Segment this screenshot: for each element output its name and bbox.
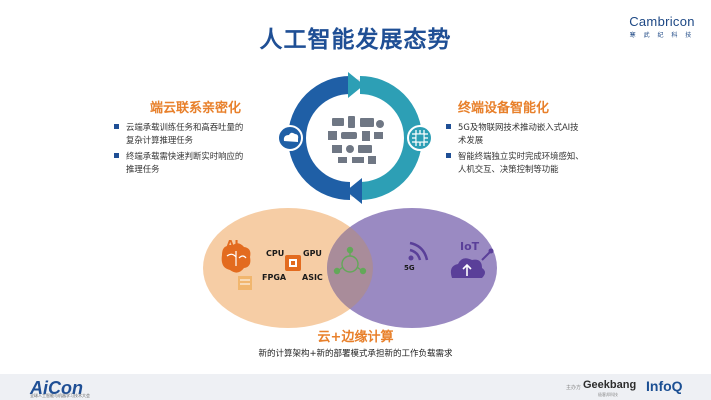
brand-name: Cambricon <box>629 14 695 29</box>
cloud-shape <box>283 132 299 142</box>
infoq-logo: InfoQ <box>646 378 683 394</box>
venn-description: 新的计算架构+新的部署模式承担新的工作负载需求 <box>258 349 453 359</box>
chip-label-gpu: GPU <box>303 249 322 258</box>
fiveg-label: 5G <box>404 264 415 272</box>
sponsor-caption: 主办方 <box>566 385 582 391</box>
left-bullet: 终端承载需快速判断实时响应的 推理任务 <box>114 150 284 175</box>
bullet-line: 人机交互、决策控制等功能 <box>458 163 559 174</box>
brand-logo: Cambricon 寒 武 纪 科 技 <box>622 14 702 39</box>
page-title: 人工智能发展态势 <box>259 27 452 53</box>
right-bullet-list: 5G及物联网技术推动嵌入式AI技 术发展 智能终端独立实时完成环境感知、 人机交… <box>446 121 626 179</box>
ring-arrow-top <box>348 72 364 98</box>
right-section-title: 终端设备智能化 <box>458 101 550 116</box>
cycle-diagram <box>277 72 433 204</box>
chip-label-asic: ASIC <box>302 273 323 282</box>
aicon-logo: AiCon <box>30 378 83 398</box>
bullet-line: 终端承载需快速判断实时响应的 <box>126 151 244 161</box>
geekbang-logo: Geekbang <box>583 379 637 391</box>
right-bullet: 智能终端独立实时完成环境感知、 人机交互、决策控制等功能 <box>446 150 626 175</box>
cloud-upload-icon <box>450 248 494 278</box>
chip-core <box>415 133 425 143</box>
device-collage-icon <box>328 116 384 164</box>
venn-overlap <box>327 227 373 309</box>
right-bullet: 5G及物联网技术推动嵌入式AI技 术发展 <box>446 121 626 146</box>
edge-network-icon <box>333 246 367 275</box>
left-bullet-list: 云端承载训练任务和高吞吐量的 复杂计算推理任务 终端承载需快速判断实时响应的 推… <box>114 121 284 179</box>
left-bullet: 云端承载训练任务和高吞吐量的 复杂计算推理任务 <box>114 121 284 146</box>
chip-icon <box>285 255 301 271</box>
chip-label-cpu: CPU <box>266 249 285 258</box>
bullet-line: 复杂计算推理任务 <box>126 134 193 145</box>
left-section-title: 端云联系亲密化 <box>150 101 242 116</box>
footer-bar <box>0 374 711 400</box>
bullet-line: 推理任务 <box>126 163 160 174</box>
geekbang-logo-subtitle: 极客邦科技 <box>598 392 618 397</box>
brand-subtitle: 寒 武 纪 科 技 <box>629 32 695 39</box>
bullet-line: 5G及物联网技术推动嵌入式AI技 <box>458 122 579 132</box>
brain-icon <box>221 243 251 273</box>
venn-diagram <box>203 208 497 328</box>
venn-iot-label: IoT <box>460 240 480 253</box>
ring-arrow-bottom <box>346 178 362 204</box>
wifi-signal-icon <box>408 241 429 261</box>
bullet-line: 云端承载训练任务和高吞吐量的 <box>126 122 244 132</box>
bullet-line: 智能终端独立实时完成环境感知、 <box>458 151 584 161</box>
circuit-board-icon <box>238 276 252 290</box>
venn-title: 云+边缘计算 <box>317 330 394 345</box>
aicon-logo-subtitle: 全球人工智能与机器学习技术大会 <box>30 393 90 398</box>
chip-label-fpga: FPGA <box>262 273 287 282</box>
venn-ai-label: AI <box>226 238 239 251</box>
venn-iot-circle <box>327 208 497 328</box>
bullet-line: 术发展 <box>458 134 484 145</box>
